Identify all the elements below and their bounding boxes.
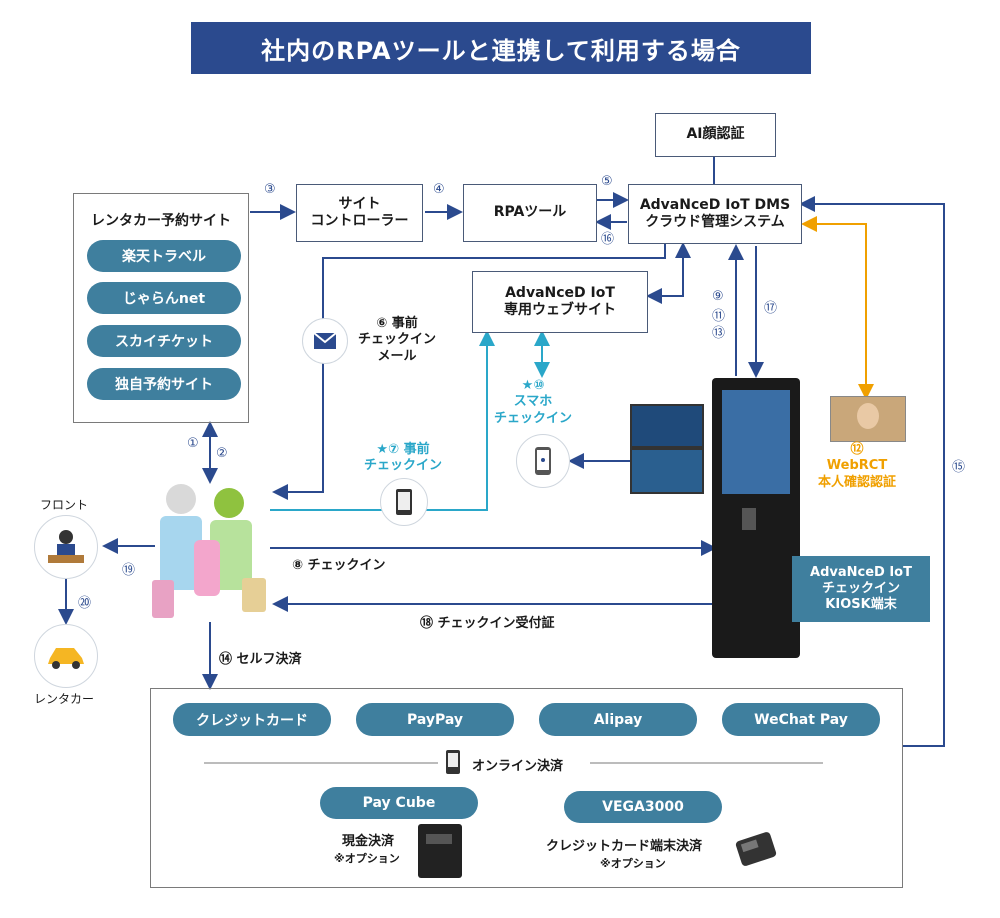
step-20: ⑳ xyxy=(78,596,92,611)
payment-pay-cube[interactable]: Pay Cube xyxy=(320,787,478,819)
kiosk-terminal xyxy=(712,378,800,658)
payment-credit-card[interactable]: クレジットカード xyxy=(173,703,331,736)
online-payment-label: オンライン決済 xyxy=(472,759,564,774)
step-4: ④ xyxy=(433,182,445,197)
kiosk-label: AdvaNceD IoT チェックイン KIOSK端末 xyxy=(810,564,912,613)
page-title: 社内のRPAツールと連携して利用する場合 xyxy=(261,36,741,65)
site-jalan[interactable]: じゃらんnet xyxy=(87,282,241,314)
dms-label: AdvaNceD IoT DMS クラウド管理システム xyxy=(639,196,791,231)
web-site-label: AdvaNceD IoT 専用ウェブサイト xyxy=(504,284,616,319)
online-payment-icon xyxy=(446,750,460,774)
rental-car-icon xyxy=(34,624,98,688)
step-16: ⑯ xyxy=(601,232,615,247)
site-own[interactable]: 独自予約サイト xyxy=(87,368,241,400)
step-8-label: ⑧ チェックイン xyxy=(292,558,386,573)
cash-machine-icon xyxy=(418,824,462,878)
site-controller-box: サイト コントローラー xyxy=(296,184,423,242)
site-controller-label: サイト コントローラー xyxy=(310,195,409,230)
step-13: ⑬ xyxy=(712,326,726,341)
rpa-tool-box: RPAツール xyxy=(463,184,597,242)
step-9: ⑨ xyxy=(712,289,724,304)
kiosk-screen xyxy=(722,390,790,494)
kiosk-screen-thumb-1 xyxy=(630,404,704,448)
rental-sites-panel: レンタカー予約サイト xyxy=(73,193,249,423)
web-site-box: AdvaNceD IoT 専用ウェブサイト xyxy=(472,271,648,333)
front-label: フロント xyxy=(40,498,89,512)
site-rakuten[interactable]: 楽天トラベル xyxy=(87,240,241,272)
front-desk-icon xyxy=(34,515,98,579)
step-12-label: ⑫ WebRCT 本人確認認証 xyxy=(818,442,897,490)
step-3: ③ xyxy=(264,182,276,197)
webrct-photo xyxy=(830,396,906,442)
step-17: ⑰ xyxy=(764,301,778,316)
step-5: ⑤ xyxy=(601,174,613,189)
site-skyticket[interactable]: スカイチケット xyxy=(87,325,241,357)
payment-paypay[interactable]: PayPay xyxy=(356,703,514,736)
cash-payment-note: ※オプション xyxy=(334,852,400,865)
tablet-icon xyxy=(380,478,428,526)
step-2: ② xyxy=(216,446,228,461)
page-title-banner: 社内のRPAツールと連携して利用する場合 xyxy=(191,22,811,74)
cash-payment-label: 現金決済 xyxy=(342,834,395,849)
step-7-label: ★⑦ 事前 チェックイン xyxy=(364,442,443,474)
smartphone-icon xyxy=(516,434,570,488)
payment-panel xyxy=(150,688,903,888)
card-terminal-label: クレジットカード端末決済 xyxy=(546,839,703,854)
dms-box: AdvaNceD IoT DMS クラウド管理システム xyxy=(628,184,802,244)
rpa-tool-label: RPAツール xyxy=(493,204,567,221)
ai-face-auth-label: AI顔認証 xyxy=(686,126,745,143)
step-19: ⑲ xyxy=(122,563,136,578)
step-1: ① xyxy=(187,436,199,451)
payment-vega3000[interactable]: VEGA3000 xyxy=(564,791,722,823)
rental-sites-title: レンタカー予約サイト xyxy=(91,213,231,229)
step-10-label: ★⑩ スマホ チェックイン xyxy=(494,378,573,426)
step-18-label: ⑱ チェックイン受付証 xyxy=(420,616,555,631)
payment-alipay[interactable]: Alipay xyxy=(539,703,697,736)
step-6-label: ⑥ 事前 チェックイン メール xyxy=(358,316,437,364)
card-terminal-note: ※オプション xyxy=(600,857,666,870)
travelers-illustration xyxy=(152,484,268,620)
kiosk-slot xyxy=(742,508,756,530)
step-14-label: ⑭ セルフ決済 xyxy=(219,652,302,667)
mail-icon xyxy=(302,318,348,364)
step-15: ⑮ xyxy=(952,460,966,475)
rental-car-label: レンタカー xyxy=(34,692,95,706)
step-11: ⑪ xyxy=(712,309,726,324)
kiosk-label-box: AdvaNceD IoT チェックイン KIOSK端末 xyxy=(792,556,930,622)
payment-wechat-pay[interactable]: WeChat Pay xyxy=(722,703,880,736)
kiosk-screen-thumb-2 xyxy=(630,448,704,494)
ai-face-auth-box: AI顔認証 xyxy=(655,113,776,157)
